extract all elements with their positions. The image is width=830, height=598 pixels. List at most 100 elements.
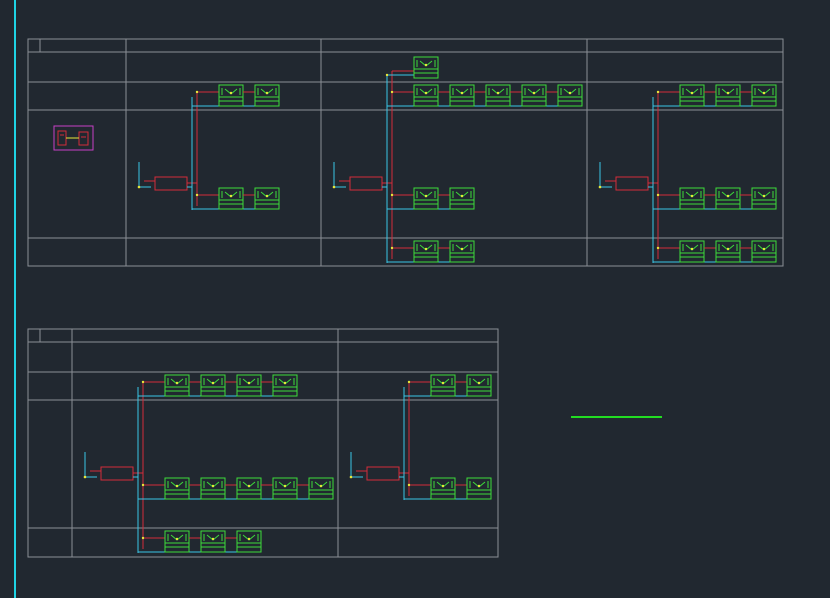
unit-frame (236, 530, 262, 553)
unit-frame (466, 477, 492, 500)
unit-frame (466, 374, 492, 397)
radiator-unit-icon (413, 56, 439, 79)
unit-dot (211, 484, 215, 488)
unit-dot (726, 247, 730, 251)
unit-dot (175, 381, 179, 385)
unit-frame (413, 56, 439, 79)
radiator-unit-icon (679, 84, 705, 107)
feed-node (598, 185, 602, 189)
radiator-unit-icon (200, 374, 226, 397)
radiator-unit-icon (715, 84, 741, 107)
tee-node (390, 90, 394, 94)
unit-dot (441, 381, 445, 385)
branch-1 (137, 84, 280, 210)
radiator-unit-icon (466, 477, 492, 500)
unit-dot (265, 91, 269, 95)
legend-right-box (78, 131, 89, 146)
radiator-unit-icon (751, 187, 777, 210)
unit-frame (751, 240, 777, 263)
unit-dot (726, 91, 730, 95)
tee-node (656, 246, 660, 250)
unit-dot (319, 484, 323, 488)
feed-node (83, 475, 87, 479)
unit-dot (762, 194, 766, 198)
legend-frame (53, 125, 94, 151)
sheet-frame (27, 328, 499, 558)
unit-frame (679, 84, 705, 107)
unit-frame (254, 84, 280, 107)
radiator-unit-icon (254, 84, 280, 107)
manifold-box-icon (349, 176, 383, 191)
unit-frame (715, 84, 741, 107)
radiator-unit-icon (164, 477, 190, 500)
unit-dot (424, 194, 428, 198)
radiator-unit-icon (272, 374, 298, 397)
radiator-unit-icon (218, 84, 244, 107)
unit-dot (424, 63, 428, 67)
tee-node (407, 380, 411, 384)
unit-dot (175, 484, 179, 488)
unit-frame (218, 84, 244, 107)
unit-dot (211, 381, 215, 385)
unit-dot (460, 247, 464, 251)
tee-node (141, 380, 145, 384)
radiator-unit-icon (521, 84, 547, 107)
radiator-unit-icon (254, 187, 280, 210)
radiator-unit-icon (679, 187, 705, 210)
unit-frame (413, 240, 439, 263)
unit-dot (441, 484, 445, 488)
unit-frame (200, 374, 226, 397)
unit-dot (265, 194, 269, 198)
unit-dot (496, 91, 500, 95)
unit-frame (715, 187, 741, 210)
radiator-unit-icon (449, 240, 475, 263)
unit-dot (762, 247, 766, 251)
unit-frame (200, 477, 226, 500)
unit-frame (485, 84, 511, 107)
tee-node (390, 246, 394, 250)
radiator-unit-icon (413, 84, 439, 107)
tee-node (141, 483, 145, 487)
unit-dot (424, 247, 428, 251)
radiator-unit-icon (236, 530, 262, 553)
unit-frame (308, 477, 334, 500)
manifold-box-icon (100, 466, 134, 481)
unit-dot (283, 381, 287, 385)
radiator-unit-icon (449, 187, 475, 210)
unit-dot (568, 91, 572, 95)
unit-dot (690, 194, 694, 198)
unit-frame (218, 187, 244, 210)
unit-frame (236, 374, 262, 397)
unit-dot (229, 91, 233, 95)
schematic-sheet-top[interactable] (27, 38, 784, 267)
radiator-unit-icon (200, 477, 226, 500)
unit-frame (679, 187, 705, 210)
radiator-unit-icon (236, 374, 262, 397)
radiator-unit-icon (308, 477, 334, 500)
radiator-unit-icon (272, 477, 298, 500)
unit-frame (413, 84, 439, 107)
radiator-unit-icon (200, 530, 226, 553)
unit-dot (247, 381, 251, 385)
radiator-unit-icon (413, 187, 439, 210)
branch-2 (349, 374, 492, 500)
unit-dot (283, 484, 287, 488)
unit-dot (726, 194, 730, 198)
unit-dot (229, 194, 233, 198)
radiator-unit-icon (557, 84, 583, 107)
unit-dot (477, 381, 481, 385)
unit-frame (449, 240, 475, 263)
unit-frame (164, 374, 190, 397)
tee-node (195, 90, 199, 94)
branch-1 (83, 374, 334, 553)
unit-dot (477, 484, 481, 488)
unit-dot (690, 91, 694, 95)
unit-frame (413, 187, 439, 210)
unit-dot (460, 194, 464, 198)
unit-dot (532, 91, 536, 95)
radiator-unit-icon (751, 240, 777, 263)
tee-node (390, 193, 394, 197)
tee-node (195, 193, 199, 197)
schematic-sheet-bottom[interactable] (27, 328, 499, 558)
